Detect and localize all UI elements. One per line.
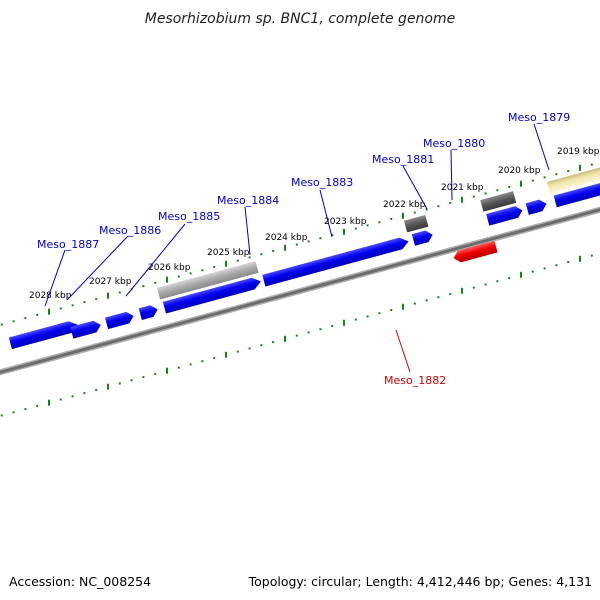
- gene-block-dark-1[interactable]: [404, 215, 429, 233]
- gene-label-meso-1887[interactable]: Meso_1887: [37, 238, 99, 251]
- gene-arrow-d[interactable]: [138, 304, 160, 320]
- scale-ticks-upper: [0, 163, 593, 326]
- gene-label-meso-1885[interactable]: Meso_1885: [158, 210, 220, 223]
- scale-labels: 2019 kbp 2020 kbp 2021 kbp 2022 kbp 2023…: [29, 147, 600, 301]
- gene-arrow-meso-1882[interactable]: [452, 240, 498, 264]
- topology-text: Topology: circular; Length: 4,412,446 bp…: [248, 574, 592, 589]
- scale-label-2025: 2025 kbp: [207, 248, 250, 258]
- gene-arrow-a[interactable]: [8, 319, 80, 350]
- gene-arrow-meso-1883[interactable]: [411, 229, 434, 246]
- scale-label-2020: 2020 kbp: [498, 166, 541, 176]
- accession-text: Accession: NC_008254: [9, 574, 151, 589]
- gene-block-yellow[interactable]: [546, 129, 600, 194]
- gene-label-meso-1879[interactable]: Meso_1879: [508, 111, 570, 124]
- gene-arrow-meso-1886[interactable]: [162, 276, 263, 314]
- gene-arrow-b[interactable]: [70, 319, 102, 339]
- gene-label-meso-1880[interactable]: Meso_1880: [423, 137, 485, 150]
- label-leader-1882: [395, 329, 411, 373]
- gene-arrow-meso-1884[interactable]: [262, 236, 410, 287]
- scale-label-2022: 2022 kbp: [383, 200, 426, 210]
- gene-labels: Meso_1879 Meso_1880 Meso_1881 Meso_1883 …: [37, 111, 570, 387]
- gene-label-meso-1886[interactable]: Meso_1886: [99, 224, 161, 237]
- scale-label-2021: 2021 kbp: [441, 183, 484, 193]
- gene-track: [8, 129, 600, 350]
- scale-label-2023: 2023 kbp: [324, 217, 367, 227]
- gene-block-meso-1887[interactable]: [156, 261, 259, 300]
- gene-label-meso-1883[interactable]: Meso_1883: [291, 176, 353, 189]
- gene-label-meso-1884[interactable]: Meso_1884: [217, 194, 279, 207]
- gene-arrow-meso-1880[interactable]: [525, 198, 548, 215]
- genome-backbone: [0, 206, 600, 376]
- gene-block-dark-2[interactable]: [480, 191, 517, 212]
- scale-label-2027: 2027 kbp: [89, 277, 132, 287]
- gene-label-meso-1882[interactable]: Meso_1882: [384, 374, 446, 387]
- map-title: Mesorhizobium sp. BNC1, complete genome: [145, 11, 456, 27]
- scale-label-2024: 2024 kbp: [265, 233, 308, 243]
- scale-label-2019: 2019 kbp: [557, 147, 600, 157]
- scale-label-2028: 2028 kbp: [29, 291, 72, 301]
- gene-arrow-meso-1881[interactable]: [486, 205, 524, 226]
- gene-label-meso-1881[interactable]: Meso_1881: [372, 153, 434, 166]
- gene-arrow-c[interactable]: [104, 310, 135, 330]
- scale-ticks-lower: [0, 254, 593, 417]
- label-leaders: [44, 123, 550, 307]
- scale-label-2026: 2026 kbp: [148, 263, 191, 273]
